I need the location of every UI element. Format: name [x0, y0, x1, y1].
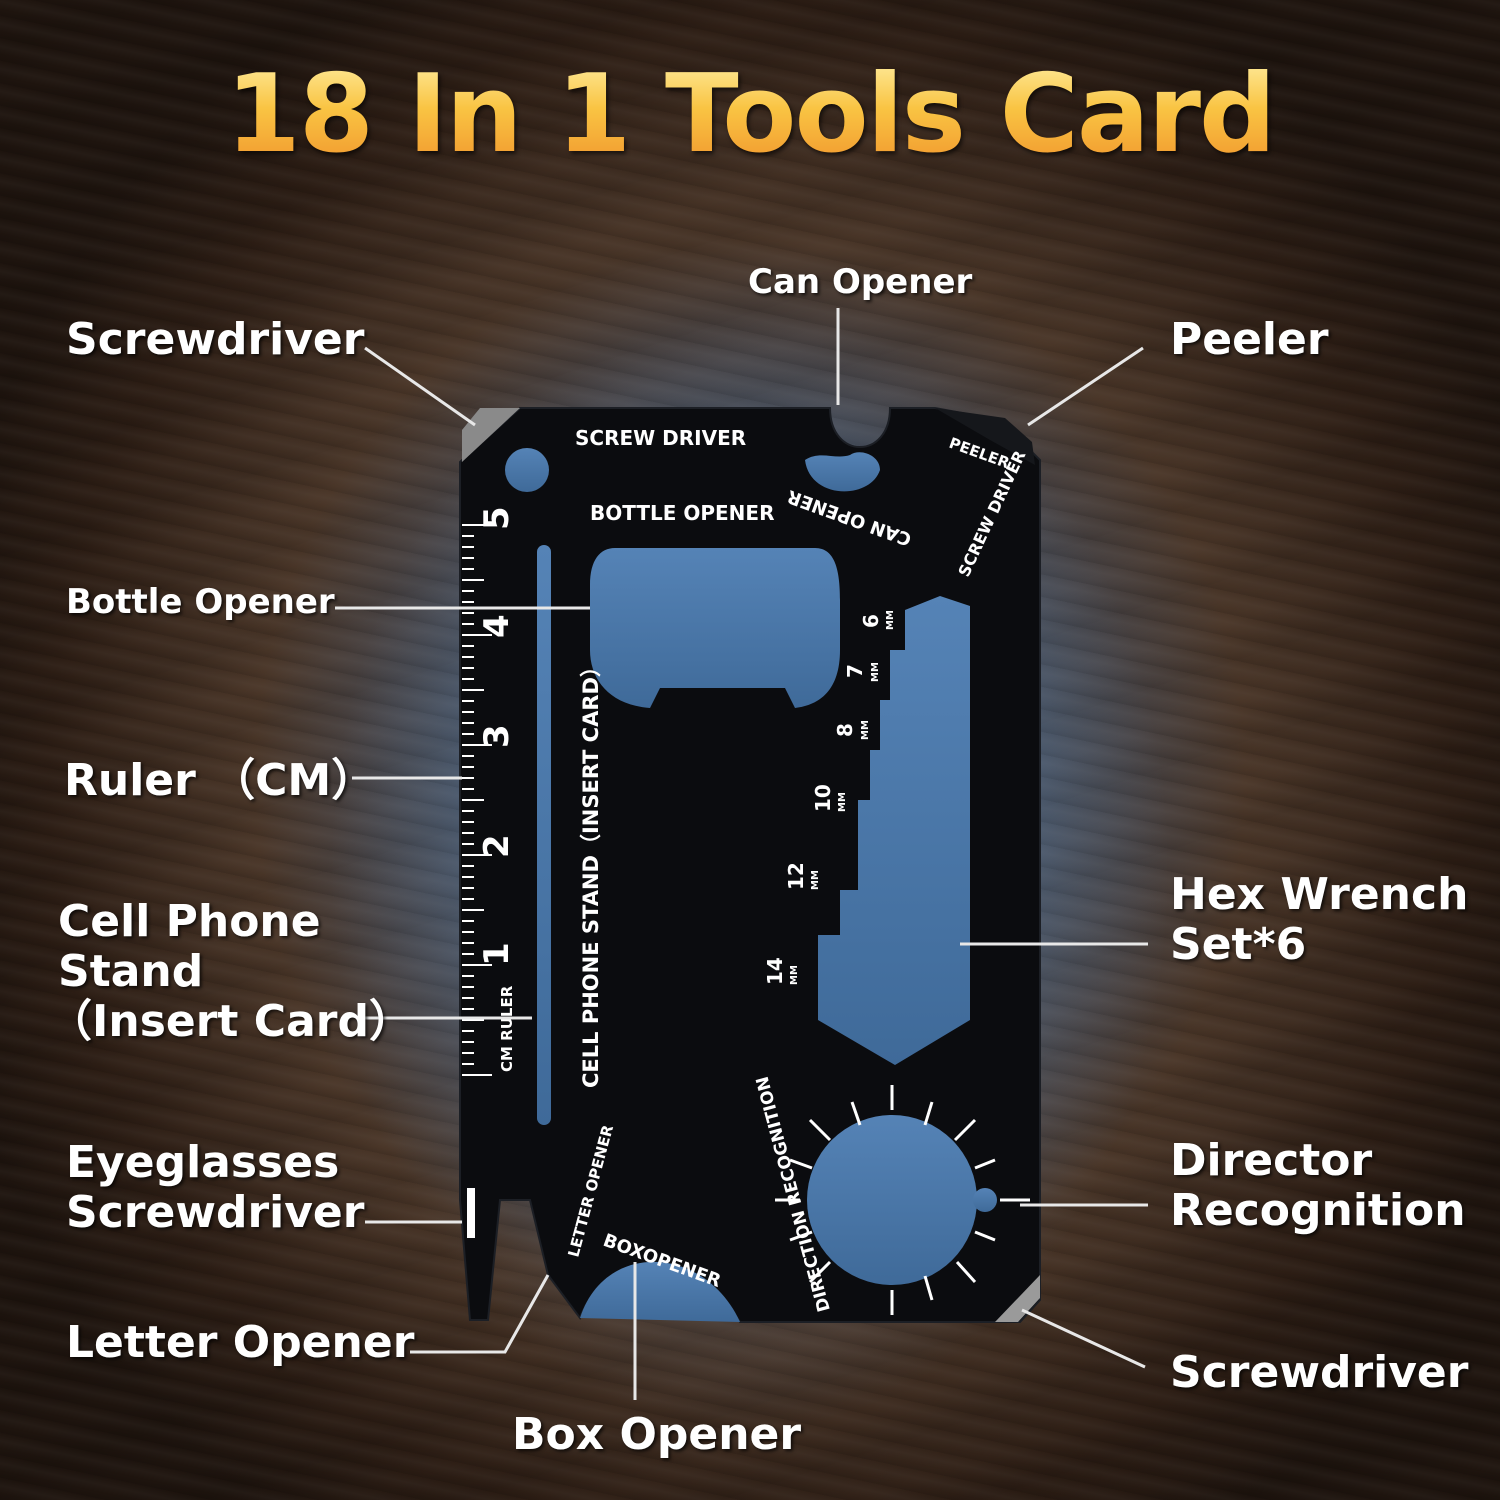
wrench-size-6: 6 [859, 614, 883, 628]
ruler-ticks [462, 524, 492, 1076]
wrench-size-14: 14 [763, 957, 787, 985]
leader-lines [335, 308, 1148, 1400]
compass-cutout [775, 1085, 1030, 1315]
engraving-cm-ruler: CM RULER [498, 985, 516, 1072]
label-box-opener: Box Opener [512, 1409, 802, 1460]
page-title: 18 In 1 Tools Card [0, 52, 1500, 177]
peeler-blade [935, 408, 1035, 465]
screwdriver-corner-top [462, 408, 520, 462]
engraving-screw-driver: SCREW DRIVER [575, 426, 746, 450]
ruler-number-4: 4 [477, 614, 517, 638]
wrench-size-7: 7 [843, 664, 867, 678]
label-eyeglasses-line-2: Screwdriver [66, 1187, 365, 1238]
box-opener-cutout [580, 1261, 740, 1322]
leader-peeler [1027, 346, 1144, 427]
leader-letter-opener [410, 1274, 550, 1354]
label-eyeglasses-screwdriver: Eyeglasses Screwdriver [66, 1138, 364, 1238]
label-cell-phone-stand-line-1: Cell Phone [58, 896, 321, 947]
engraving-bottle-opener: BOTTLE OPENER [590, 501, 774, 525]
label-letter-opener: Letter Opener [66, 1317, 415, 1368]
wrench-unit-14: MM [789, 965, 800, 985]
label-cell-phone-stand-line-3: （Insert Card） [48, 996, 413, 1047]
label-director-line-2: Recognition [1170, 1185, 1466, 1236]
label-cell-phone-stand: Cell Phone Stand （Insert Card） [48, 896, 413, 1047]
wrench-unit-7: MM [870, 662, 881, 682]
label-peeler: Peeler [1170, 314, 1329, 365]
leader-screwdriver-bottom [1021, 1308, 1146, 1369]
hex-wrench-cutout [818, 596, 970, 1065]
wrench-size-8: 8 [833, 723, 857, 737]
wrench-size-labels: 6 MM 7 MM 8 MM 10 MM 12 MM 14 MM [763, 610, 896, 985]
hanging-hole [505, 448, 549, 492]
ruler-number-1: 1 [477, 942, 517, 966]
label-hex-wrench-line-2: Set*6 [1170, 919, 1307, 970]
leader-screwdriver-top [364, 346, 476, 427]
wrench-size-10: 10 [811, 784, 835, 812]
screwdriver-corner-bottom [995, 1275, 1040, 1322]
label-eyeglasses-line-1: Eyeglasses [66, 1137, 340, 1188]
wrench-size-12: 12 [784, 862, 808, 890]
label-hex-wrench: Hex Wrench Set*6 [1170, 870, 1468, 970]
can-opener-cutout [805, 452, 880, 492]
ruler-numbers: 5 4 3 2 1 [477, 506, 517, 966]
label-can-opener: Can Opener [748, 262, 973, 302]
ruler-number-5: 5 [477, 506, 517, 530]
wrench-unit-6: MM [885, 610, 896, 630]
eyeglass-screwdriver-tip [467, 1188, 475, 1238]
engraving-cell-phone-stand: CELL PHONE STAND（INSERT CARD） [579, 656, 603, 1088]
label-ruler: Ruler （CM） [64, 755, 376, 806]
label-screwdriver-top: Screwdriver [66, 314, 365, 365]
label-bottle-opener: Bottle Opener [66, 582, 335, 622]
label-hex-wrench-line-1: Hex Wrench [1170, 869, 1469, 920]
bottle-opener-cutout [590, 548, 840, 708]
wrench-unit-10: MM [837, 792, 848, 812]
wrench-unit-8: MM [860, 720, 871, 740]
wrench-unit-12: MM [810, 870, 821, 890]
label-director-line-1: Director [1170, 1135, 1373, 1186]
ruler-number-2: 2 [477, 834, 517, 858]
label-director-recognition: Director Recognition [1170, 1136, 1466, 1236]
phone-stand-slot [537, 545, 551, 1125]
label-cell-phone-stand-line-2: Stand [58, 946, 204, 997]
ruler-number-3: 3 [477, 724, 517, 748]
label-screwdriver-bottom: Screwdriver [1170, 1347, 1469, 1398]
